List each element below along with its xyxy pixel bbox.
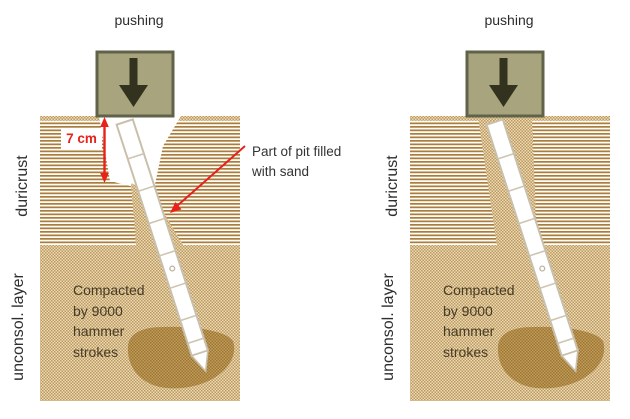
duricrust-label: duricrust [14, 155, 31, 217]
pit-sand-note: Part of pit filled with sand [252, 144, 342, 179]
push-arrow-icon [119, 85, 148, 107]
compacted-zone [127, 326, 235, 389]
depth-arrow-icon [100, 117, 109, 183]
mole-penetrator [485, 118, 580, 374]
mole-tip [560, 349, 579, 374]
pusher [465, 50, 545, 118]
pusher [95, 50, 175, 118]
pushing-label: pushing [484, 12, 534, 28]
compacted-note: Compacted by 9000 hammer strokes [443, 282, 515, 360]
mole-segment-lines [497, 153, 574, 345]
mole-marker-dot [169, 265, 176, 272]
unconsol-layer-label: unconsol. layer [10, 273, 27, 381]
duricrust-label: duricrust [384, 155, 401, 217]
depth-7cm-label: 7 cm [61, 128, 102, 149]
compacted-zone [497, 326, 605, 389]
unconsol-layer-label: unconsol. layer [380, 273, 397, 381]
mole-marker-dot [539, 265, 546, 272]
scene-graphic-right [410, 50, 610, 401]
pushing-label: pushing [114, 12, 164, 28]
pit-note-arrow-icon [170, 145, 246, 213]
push-arrow-stem [129, 58, 138, 87]
mole-segment-lines [127, 153, 204, 345]
mole-penetrator [115, 118, 210, 374]
panel-open-pit: pushing duricrust unconsol. layer Compac… [0, 0, 341, 419]
push-arrow-stem [499, 58, 508, 87]
panel-filled-pit: pushing duricrust unconsol. layer Compac… [370, 0, 630, 419]
scene-graphic-left [40, 50, 246, 401]
push-arrow-icon [489, 85, 518, 107]
compacted-note: Compacted by 9000 hammer strokes [73, 282, 145, 360]
mole-tip [190, 349, 209, 374]
